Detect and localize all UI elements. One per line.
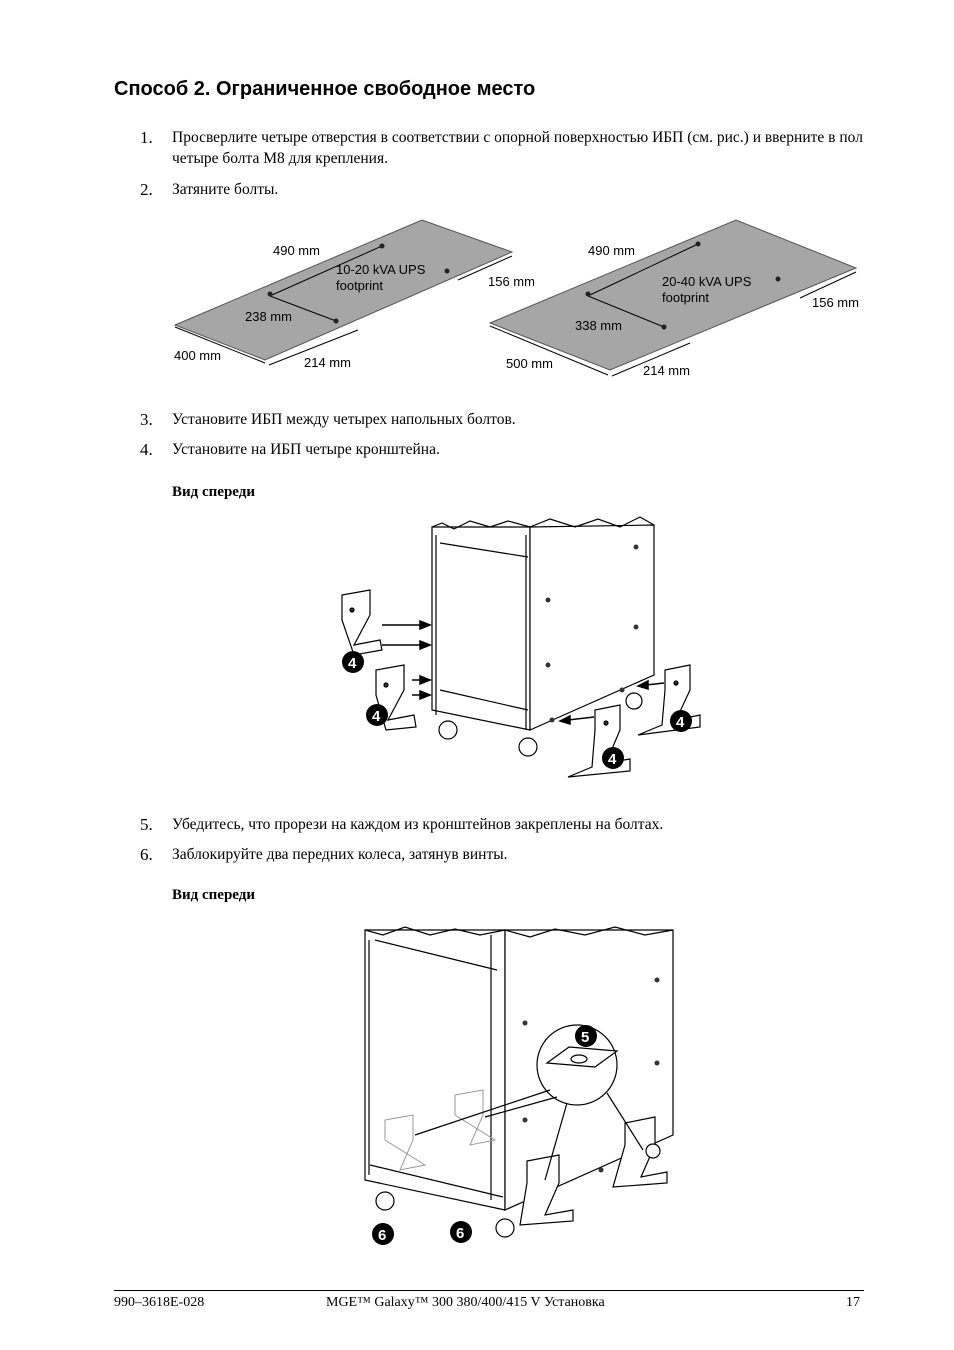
step-number: 2. [140,180,153,199]
view-label: Вид спереди [172,484,255,500]
step-text: Заблокируйте два передних колеса, затяну… [172,846,508,863]
step-number: 4. [140,440,153,459]
bolt-hole [661,324,667,330]
footprint-large-plate [488,219,858,371]
dim-label: 238 mm [245,309,292,324]
casters [438,692,643,757]
section-heading: Способ 2. Ограниченное свободное место [114,78,536,100]
caster-wheel [438,720,458,740]
caster-wheel [495,1218,515,1238]
ghost-brackets [384,1089,497,1171]
step-number: 3. [140,410,153,429]
footprint-subtitle: footprint [336,278,383,293]
bolt-hole [379,243,385,249]
dim-label: 156 mm [812,295,859,310]
footprint-small: 490 mm 10-20 kVA UPS footprint 156 mm 23… [173,219,535,370]
callout-number: 5 [581,1029,589,1046]
callout-4a: 4 [342,651,364,673]
casters [375,1143,661,1238]
callout-4c: 4 [670,710,692,732]
footprint-title: 20-40 kVA UPS [662,274,752,289]
step-number: 6. [140,845,153,864]
callout-number: 4 [372,708,381,725]
callout-6b: 6 [450,1221,472,1243]
step-text: Установите на ИБП четыре кронштейна. [172,441,440,458]
cabinet-screws [545,544,639,723]
zoom-inset [536,1024,619,1106]
callout-6a: 6 [372,1223,394,1245]
footer-title: MGE™ Galaxy™ 300 380/400/415 V Установка [326,1295,605,1310]
dim-label: 338 mm [575,318,622,333]
side-brackets [519,1116,668,1226]
leader-lines [414,1089,644,1181]
bolt-hole [775,276,781,282]
dim-label: 500 mm [506,356,553,371]
caster-lock-figure: 5 6 6 [364,926,674,1245]
ups-cabinet [431,516,655,731]
callout-number: 4 [348,655,357,672]
callout-number: 6 [456,1225,464,1242]
step-number: 1. [140,128,153,147]
install-arrows [382,619,665,726]
footer-doc-number: 990–3618E-028 [114,1295,205,1310]
footprint-title: 10-20 kVA UPS [336,262,426,277]
caster-wheel [518,737,538,757]
bolt-hole [695,241,701,247]
view-label: Вид спереди [172,887,255,903]
callout-4b: 4 [366,704,388,726]
bracket-right-front [567,704,631,778]
callout-4d: 4 [602,747,624,769]
bracket-install-figure: 4 4 4 4 [341,516,701,778]
footer-rule [114,1290,864,1291]
step-text: Установите ИБП между четырех напольных б… [172,411,516,428]
dim-label: 400 mm [174,348,221,363]
caster-wheel [625,692,643,710]
callout-number: 4 [676,714,685,731]
dim-label: 214 mm [643,363,690,378]
step-text: Убедитесь, что прорези на каждом из крон… [172,816,664,833]
cabinet-front [364,929,506,1211]
footer-page-number: 17 [846,1295,860,1310]
cabinet-side [529,524,655,731]
footprint-small-plate [173,219,514,361]
caster-wheel [375,1191,395,1211]
step-text: Просверлите четыре отверстия в соответст… [172,129,863,167]
bolt-hole [585,291,591,297]
dim-label: 490 mm [588,243,635,258]
bolt-hole [444,268,450,274]
dim-label: 214 mm [304,355,351,370]
bracket-left-upper [341,589,383,656]
footprint-subtitle: footprint [662,290,709,305]
footprint-large: 490 mm 20-40 kVA UPS footprint 156 mm 33… [488,219,859,378]
callout-number: 6 [378,1227,386,1244]
callout-number: 4 [608,751,617,768]
step-number: 5. [140,815,153,834]
dim-label: 490 mm [273,243,320,258]
caster-wheel [645,1143,661,1159]
cabinet-screws [522,977,660,1173]
bolt-hole [267,291,273,297]
footprint-figure: 490 mm 10-20 kVA UPS footprint 156 mm 23… [173,219,859,378]
bolt-hole [333,318,339,324]
callout-5: 5 [575,1025,597,1047]
dim-label: 156 mm [488,274,535,289]
step-text: Затяните болты. [172,181,279,198]
